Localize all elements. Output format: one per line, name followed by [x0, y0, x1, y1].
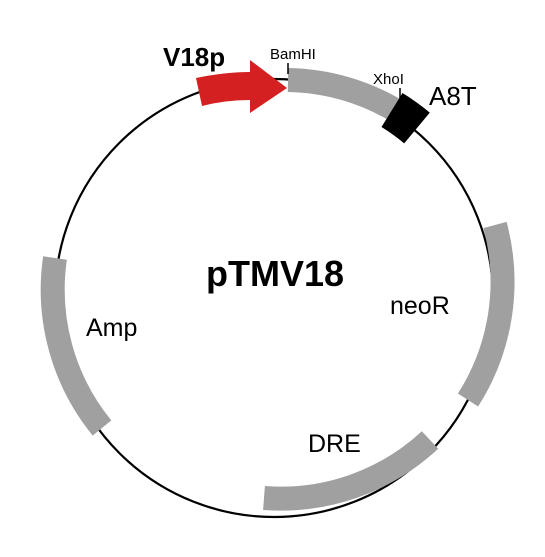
a8t-tag-block — [381, 92, 430, 144]
amp-label: Amp — [86, 314, 137, 342]
v18p-promoter-arrow — [196, 60, 287, 113]
xhoi-label: XhoI — [373, 71, 404, 88]
bamhi-xhoi-insert-segment — [287, 68, 407, 124]
a8t-label: A8T — [429, 81, 477, 111]
amp-gene-segment — [40, 256, 112, 436]
dre-segment — [263, 431, 439, 511]
v18p-label: V18p — [163, 42, 225, 72]
dre-label: DRE — [308, 430, 361, 458]
neor-label: neoR — [390, 292, 450, 320]
bamhi-label: BamHI — [270, 46, 316, 63]
plasmid-name-label: pTMV18 — [206, 253, 344, 294]
neor-gene-segment — [457, 221, 515, 407]
